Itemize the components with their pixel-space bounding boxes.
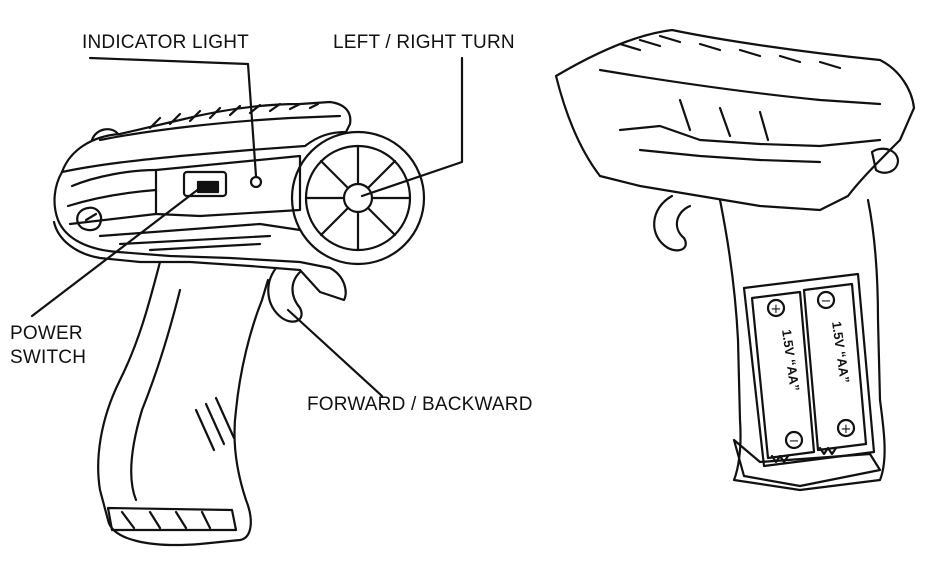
grip <box>97 260 270 547</box>
trigger[interactable] <box>267 266 303 323</box>
battery-right-label: 1.5V “AA” <box>829 320 853 384</box>
battery-right-top-sign: − <box>821 294 832 309</box>
forward-backward-label: FORWARD / BACKWARD <box>307 394 533 415</box>
rear-panel-lines <box>598 68 882 164</box>
grip-base <box>106 506 238 532</box>
battery-left-bottom-sign: − <box>789 434 800 449</box>
controller-rear-view <box>554 28 916 492</box>
battery-left-top-terminal <box>766 298 786 318</box>
power-switch-label: POWER SWITCH <box>10 322 86 370</box>
bump-left <box>90 128 120 142</box>
side-panel <box>154 154 302 218</box>
battery-right-bottom-sign: + <box>841 422 852 437</box>
rear-grip <box>718 198 886 492</box>
callout-power <box>30 186 202 318</box>
top-band <box>98 114 342 142</box>
battery-right-bottom-terminal <box>836 418 856 438</box>
callout-indicator <box>88 56 258 178</box>
steering-wheel-outer[interactable] <box>290 130 426 266</box>
controller-front-view <box>30 56 464 547</box>
battery-left-top-sign: + <box>771 302 782 317</box>
callout-turn <box>360 56 464 198</box>
battery-left-bottom-terminal <box>784 430 804 450</box>
indicator-light <box>249 175 263 189</box>
top-ridges <box>148 102 320 130</box>
rear-trigger <box>653 194 692 252</box>
rear-ridges <box>618 34 842 70</box>
rear-top-housing <box>554 28 916 212</box>
callout-forward <box>286 308 384 398</box>
rear-mount-hole <box>870 147 900 174</box>
top-housing <box>60 100 352 174</box>
battery-compartment <box>742 272 876 468</box>
main-body <box>52 170 347 302</box>
power-switch-label-line1: POWER <box>10 323 83 344</box>
battery-right-top-terminal <box>816 290 836 310</box>
battery-left <box>750 290 816 460</box>
battery-frame <box>742 272 876 468</box>
battery-right <box>802 282 868 452</box>
power-switch-label-line2: SWITCH <box>10 347 87 368</box>
grip-inner <box>130 288 182 502</box>
mount-hole <box>76 206 103 232</box>
left-right-turn-label: LEFT / RIGHT TURN <box>333 32 515 53</box>
power-switch-slider[interactable] <box>196 180 220 194</box>
power-switch-housing <box>182 170 228 198</box>
battery-left-label: 1.5V “AA” <box>779 328 803 392</box>
rear-grip-base <box>732 438 882 488</box>
grip-slots <box>194 396 236 452</box>
battery-springs <box>770 446 838 464</box>
side-lines <box>66 168 302 252</box>
steering-wheel-spokes <box>304 144 412 252</box>
indicator-light-label: INDICATOR LIGHT <box>82 32 249 53</box>
